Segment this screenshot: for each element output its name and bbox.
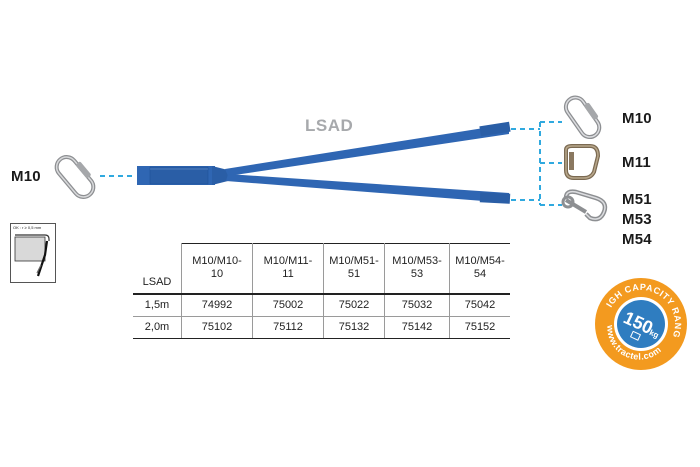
table-column-header: M10/M53- 53: [384, 243, 450, 295]
left-connector-label: M10: [11, 168, 41, 185]
table-column-header: M10/M10- 10: [181, 243, 253, 295]
code-cell: 75002: [252, 293, 324, 317]
anchor-edge-icon: [14, 234, 50, 277]
code-cell: 75152: [449, 316, 510, 339]
spec-table: LSAD M10/M10- 10 M10/M11- 11 M10/M51- 51…: [133, 243, 510, 339]
book-icon: [629, 330, 642, 341]
right-connector-label-m53: M53: [622, 211, 652, 228]
code-cell: 75132: [323, 316, 385, 339]
snap-hook-icon: [561, 189, 608, 222]
table-column-header: M10/M54- 54: [449, 243, 510, 295]
table-row: 2,0m 75102 75112 75132 75142 75152: [133, 316, 510, 339]
row-length-cell: 1,5m: [133, 293, 182, 317]
row-length-cell: 2,0m: [133, 316, 182, 339]
code-cell: 75112: [252, 316, 324, 339]
table-header-row: LSAD M10/M10- 10 M10/M11- 11 M10/M51- 51…: [133, 243, 510, 295]
code-cell: 74992: [181, 293, 253, 317]
right-connector-label-m10: M10: [622, 110, 652, 127]
code-cell: 75142: [384, 316, 450, 339]
right-dashed-bracket: [511, 121, 562, 206]
right-connector-label-m54: M54: [622, 231, 652, 248]
code-cell: 75022: [323, 293, 385, 317]
code-cell: 75042: [449, 293, 510, 317]
webbing-lower-leg: [226, 174, 509, 203]
carabiner-m11-icon: [564, 144, 601, 180]
table-column-header: M10/M51- 51: [323, 243, 385, 295]
instruction-text: OK : r ≥ 0,5 mm: [13, 225, 42, 230]
high-capacity-badge: HIGH CAPACITY RANGE www.tractel.com 150 …: [595, 276, 689, 372]
carabiner-left-icon: [54, 155, 96, 199]
code-cell: 75102: [181, 316, 253, 339]
lanyard-diagram: [54, 95, 608, 222]
badge-unit: kg: [648, 328, 660, 340]
table-row: 1,5m 74992 75002 75022 75032 75042: [133, 293, 510, 317]
webbing-upper-leg: [225, 124, 509, 176]
code-cell: 75032: [384, 293, 450, 317]
table-column-header: M10/M11- 11: [252, 243, 324, 295]
table-corner-header: LSAD: [133, 243, 182, 295]
carabiner-m10-icon: [563, 95, 602, 140]
webbing-sleeve: [149, 166, 209, 185]
instruction-box: OK : r ≥ 0,5 mm: [10, 223, 56, 283]
right-connector-label-m11: M11: [622, 154, 651, 171]
product-title: LSAD: [305, 116, 354, 135]
right-connector-label-m51: M51: [622, 191, 652, 208]
